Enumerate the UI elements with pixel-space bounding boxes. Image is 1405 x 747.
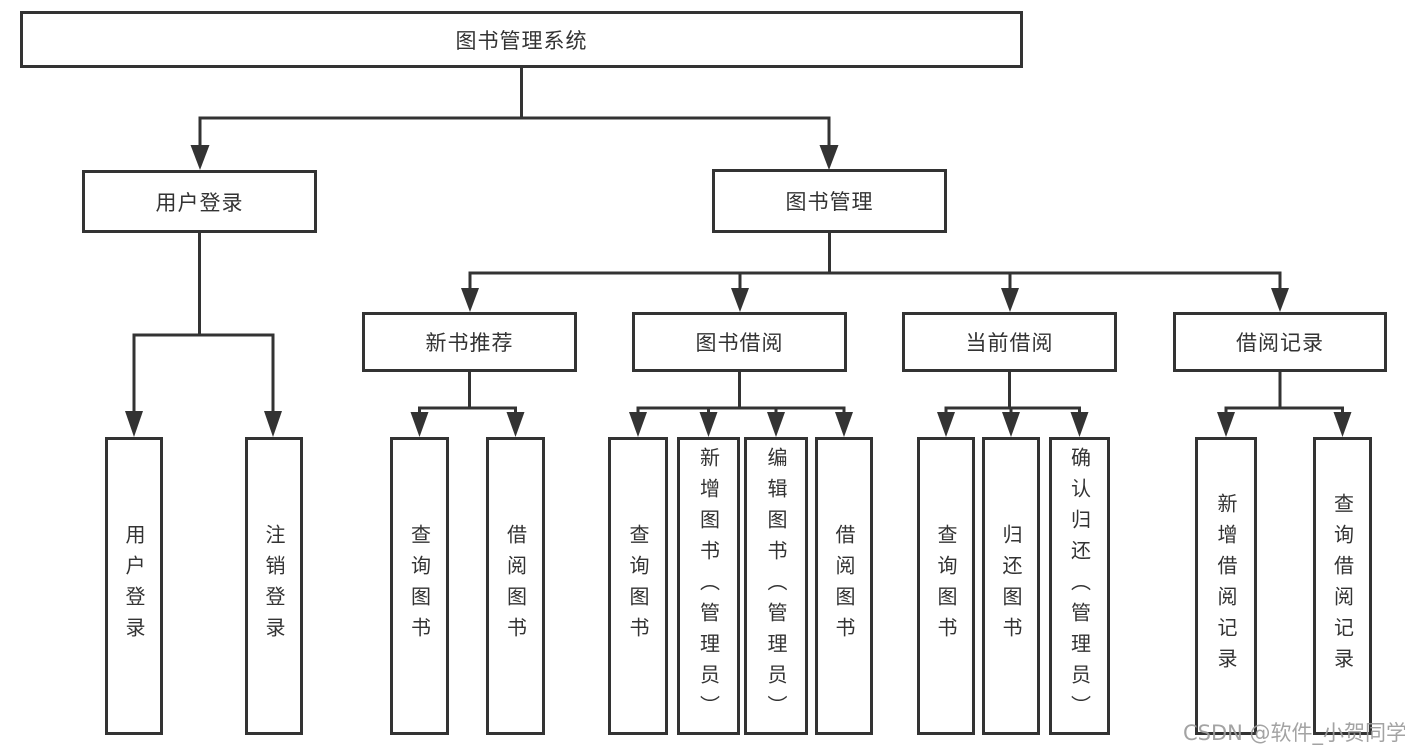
leaf-query-books-1: 查询图书: [390, 437, 449, 735]
leaf-logout: 注销登录: [245, 437, 303, 735]
leaf-confirm-return-admin: 确认归还（管理员）: [1049, 437, 1110, 735]
connector-user-login-group: [125, 233, 282, 437]
leaf-query-books-3: 查询图书: [917, 437, 975, 735]
node-label: 借阅图书: [832, 524, 856, 648]
node-label: 新增借阅记录: [1214, 493, 1238, 679]
leaf-user-login: 用户登录: [105, 437, 163, 735]
connector-book-borrow-group: [629, 372, 853, 437]
node-book-management-branch: 图书管理: [712, 169, 947, 233]
leaf-add-borrow-record: 新增借阅记录: [1195, 437, 1257, 735]
leaf-query-borrow-record: 查询借阅记录: [1313, 437, 1372, 735]
leaf-add-book-admin: 新增图书（管理员）: [677, 437, 740, 735]
arrowhead: [1217, 412, 1235, 437]
node-label: 查询图书: [407, 524, 432, 648]
node-new-book-recommend: 新书推荐: [362, 312, 577, 372]
node-label: 用户登录: [122, 524, 146, 648]
node-label: 图书借阅: [695, 331, 784, 355]
node-label: 确认归还（管理员）: [1067, 446, 1092, 726]
arrowhead: [835, 412, 853, 437]
node-label: 查询图书: [626, 524, 650, 648]
arrowhead: [699, 412, 718, 437]
leaf-borrow-books-1: 借阅图书: [486, 437, 545, 735]
arrowhead: [506, 412, 525, 437]
node-label: 借阅图书: [503, 524, 528, 648]
leaf-edit-book-admin: 编辑图书（管理员）: [744, 437, 808, 735]
arrowhead: [190, 145, 210, 170]
node-borrow-record: 借阅记录: [1173, 312, 1387, 372]
arrowhead: [1333, 412, 1352, 437]
leaf-query-books-2: 查询图书: [608, 437, 668, 735]
arrowhead: [461, 288, 479, 312]
arrowhead: [1001, 288, 1019, 312]
arrowhead: [819, 145, 839, 170]
connector-new-book-group: [410, 372, 525, 437]
node-label: 归还图书: [999, 524, 1023, 648]
node-label: 查询借阅记录: [1330, 493, 1355, 679]
connector-borrow-record-group: [1217, 372, 1352, 437]
arrowhead: [1271, 288, 1289, 312]
arrowhead: [1002, 412, 1020, 437]
arrowhead: [125, 411, 143, 437]
node-library-management-system: 图书管理系统: [20, 11, 1023, 68]
node-label: 新增图书（管理员）: [696, 446, 721, 726]
node-user-login-branch: 用户登录: [82, 170, 317, 233]
node-label: 当前借阅: [965, 331, 1054, 355]
arrowhead: [767, 412, 785, 437]
arrowhead: [731, 288, 749, 312]
arrowhead: [264, 411, 282, 437]
arrowhead: [1070, 412, 1089, 437]
node-label: 编辑图书（管理员）: [764, 446, 788, 726]
node-label: 借阅记录: [1236, 331, 1324, 355]
node-label: 图书管理: [785, 190, 874, 214]
node-label: 用户登录: [155, 190, 244, 215]
node-label: 新书推荐: [425, 331, 514, 355]
node-label: 图书管理系统: [455, 28, 588, 53]
arrowhead: [629, 412, 647, 437]
leaf-return-book: 归还图书: [982, 437, 1040, 735]
connector-book-management-group: [461, 233, 1289, 312]
connector-root-to-level2: [190, 68, 839, 170]
connector-current-borrow-group: [937, 372, 1089, 437]
csdn-watermark: CSDN @软件_小贺同学: [1183, 721, 1405, 745]
node-label: 查询图书: [934, 524, 958, 648]
arrowhead: [937, 412, 955, 437]
node-book-borrow: 图书借阅: [632, 312, 847, 372]
arrowhead: [410, 412, 429, 437]
node-current-borrow: 当前借阅: [902, 312, 1117, 372]
leaf-borrow-books-2: 借阅图书: [815, 437, 873, 735]
node-label: 注销登录: [262, 524, 286, 648]
